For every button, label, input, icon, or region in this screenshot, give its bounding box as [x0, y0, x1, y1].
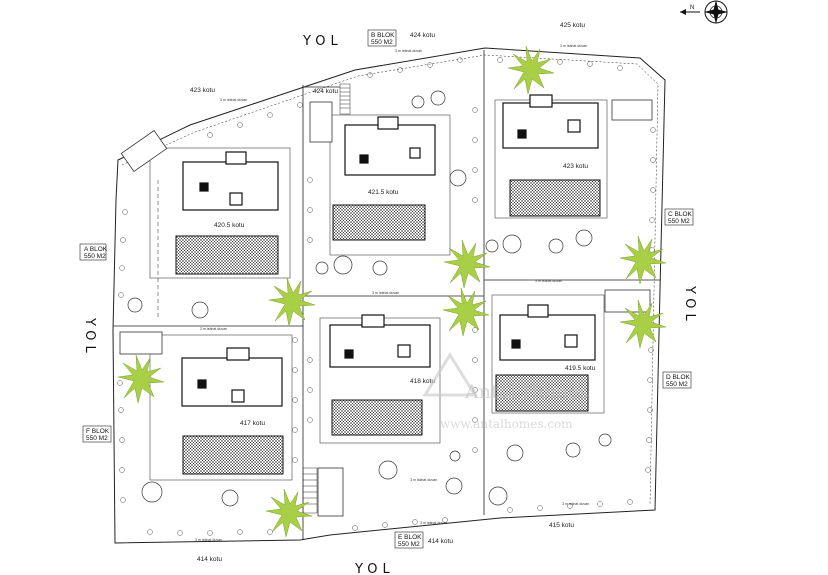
road-label-west: YOL	[82, 317, 97, 358]
villa-b	[344, 116, 436, 176]
setback-note: 3 m istinat duvarı	[200, 327, 227, 331]
level-label: 420.5 kotu	[214, 222, 245, 229]
svg-text:550 M2: 550 M2	[86, 435, 108, 442]
level-label: 417 kotu	[240, 420, 265, 427]
level-label: 419.5 kotu	[565, 365, 596, 372]
watermark: Antal Homes www.antalhomes.com	[422, 352, 589, 431]
block-label-b: B BLOK 550 M2	[367, 29, 397, 47]
svg-text:D BLOK: D BLOK	[666, 374, 691, 381]
block-label-f: F BLOK 550 M2	[82, 425, 112, 443]
svg-text:E BLOK: E BLOK	[398, 534, 422, 541]
road-label-north: YOL	[302, 34, 343, 49]
svg-text:A BLOK: A BLOK	[84, 246, 108, 253]
block-label-d: D BLOK 550 M2	[662, 371, 692, 389]
pool-b	[332, 204, 426, 241]
villa-f	[181, 347, 283, 407]
pool-d	[495, 374, 589, 412]
villa-e	[329, 314, 431, 368]
road-label-south: YOL	[354, 562, 395, 575]
level-label: 425 kotu	[560, 22, 585, 29]
level-label: 424 kotu	[410, 32, 435, 39]
level-label: 414 kotu	[197, 556, 222, 563]
svg-text:C BLOK: C BLOK	[668, 211, 693, 218]
pool-c	[509, 179, 601, 217]
setback-note: 3 m istinat duvarı	[220, 98, 247, 102]
pool-f	[182, 435, 284, 475]
watermark-title: Antal Homes	[464, 381, 589, 403]
villa-a	[182, 151, 279, 211]
svg-text:F BLOK: F BLOK	[86, 428, 110, 435]
level-label: 423 kotu	[563, 163, 588, 170]
setback-note: 3 m istinat duvarı	[410, 478, 437, 482]
level-label: 423 kotu	[190, 87, 215, 94]
boundary-trees	[117, 57, 656, 536]
svg-text:550 M2: 550 M2	[84, 253, 106, 260]
level-label: 414 kotu	[428, 538, 453, 545]
level-label: 424 kotu	[313, 88, 338, 95]
villa-c	[502, 94, 599, 149]
stairs-icons	[302, 83, 351, 514]
level-label: 421.5 kotu	[368, 189, 399, 196]
lot-b-inner	[329, 114, 451, 256]
pool-e	[331, 399, 423, 436]
lot-d-inner	[491, 294, 605, 414]
compass-label: N	[690, 5, 694, 11]
watermark-url: www.antalhomes.com	[440, 417, 573, 431]
block-label-c: C BLOK 550 M2	[664, 208, 694, 226]
svg-text:550 M2: 550 M2	[666, 381, 688, 388]
svg-text:B BLOK: B BLOK	[371, 32, 395, 39]
setback-note: 3 m istinat duvarı	[535, 279, 562, 283]
car-parking-icons	[119, 99, 653, 517]
level-label: 418 kotu	[410, 378, 435, 385]
setback-note: 3 m istinat duvarı	[562, 502, 589, 506]
block-label-a: A BLOK 550 M2	[79, 243, 108, 261]
svg-text:550 M2: 550 M2	[668, 218, 690, 225]
setback-note: 3 m istinat duvarı	[560, 44, 587, 48]
setback-note: 3 m istinat duvarı	[195, 538, 222, 542]
setback-note: 3 m istinat duvarı	[420, 521, 447, 525]
lot-a-inner	[149, 147, 291, 320]
setback-note: 3 m istinat duvarı	[372, 291, 399, 295]
lot-f-inner	[149, 334, 293, 481]
svg-text:550 M2: 550 M2	[371, 39, 393, 46]
villa-d	[499, 304, 596, 361]
pool-a	[175, 235, 279, 275]
compass-rose-icon: N	[680, 0, 728, 24]
block-label-e: E BLOK 550 M2	[394, 531, 424, 549]
road-label-east: YOL	[682, 285, 697, 326]
lot-dividers	[113, 50, 660, 540]
shrub-icons	[127, 90, 612, 507]
setback-note: 3 m istinat duvarı	[395, 49, 422, 53]
level-label: 415 kotu	[549, 522, 574, 529]
palm-tree-icons	[117, 45, 667, 538]
svg-text:550 M2: 550 M2	[398, 541, 420, 548]
